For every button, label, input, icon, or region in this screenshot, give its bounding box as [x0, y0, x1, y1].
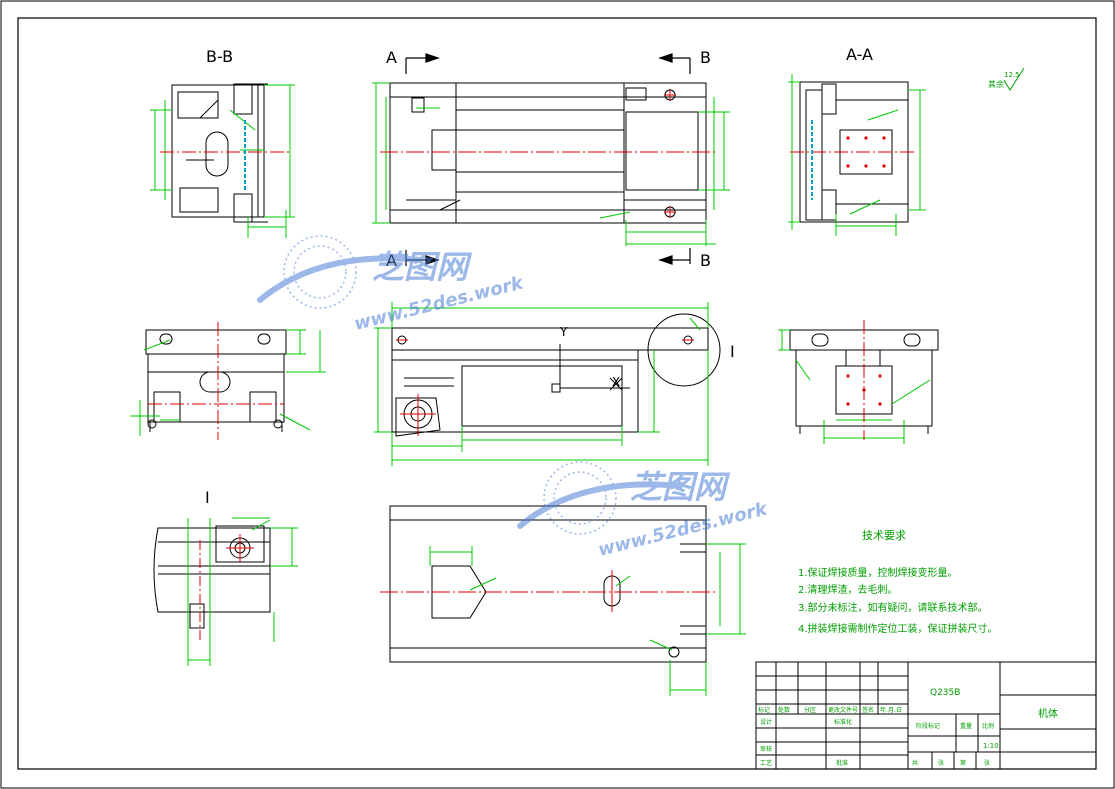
- tb-weight: 重量: [960, 722, 972, 730]
- tb-approve: 批准: [836, 759, 848, 767]
- tech-item-3: 3.部分未标注，如有疑问，请联系技术部。: [798, 601, 988, 614]
- view-a-a-title: A-A: [846, 45, 873, 64]
- tech-title: 技术要求: [862, 529, 906, 542]
- tb-total: 共: [912, 759, 918, 767]
- tech-item-1: 1.保证焊接质量，控制焊接变形量。: [798, 566, 958, 579]
- roughness-label: 其余: [988, 79, 1004, 89]
- scale-value: 1:10: [983, 742, 999, 750]
- part-name: 机体: [1038, 707, 1058, 720]
- axis-y-label: Y: [559, 325, 568, 339]
- section-b-top: B: [700, 48, 711, 67]
- material-value: Q235B: [930, 688, 960, 698]
- view-b-b-title: B-B: [206, 47, 233, 66]
- tb-scale-label: 比例: [982, 722, 994, 730]
- tech-item-2: 2.清理焊渣，去毛刺。: [798, 583, 898, 596]
- watermark-brand: 芝图网: [372, 248, 473, 286]
- tb-stage-mark: 阶段标记: [916, 722, 940, 730]
- tb-header-zone: 分区: [804, 706, 816, 714]
- tb-standard: 标准化: [834, 718, 852, 726]
- tb-header-sign: 签名: [862, 706, 874, 714]
- tb-process: 工艺: [760, 759, 772, 767]
- axis-x-label: X: [612, 375, 620, 389]
- tb-sheet: 张: [938, 759, 944, 767]
- section-b-bottom: B: [700, 251, 711, 270]
- view-a-a: A-A: [788, 45, 926, 236]
- tb-header-mark: 标记: [758, 706, 770, 714]
- tb-header-change-doc: 更改文件号: [828, 706, 858, 714]
- view-top: A B: [372, 48, 730, 270]
- roughness-symbol: 其余 12.5: [988, 67, 1025, 91]
- inner-frame: [17, 17, 1097, 770]
- detail-title: I: [205, 488, 210, 507]
- tb-header-count: 处数: [778, 706, 790, 714]
- watermark-brand-2: 芝图网: [630, 468, 731, 506]
- watermark-1: 芝图网 www.52des.work: [257, 235, 526, 335]
- watermark-2: 芝图网 www.52des.work: [517, 461, 770, 561]
- section-a-top: A: [386, 48, 397, 67]
- view-b-b: B-B: [150, 47, 295, 238]
- tb-sheet2: 张: [984, 759, 990, 767]
- tb-review: 审核: [760, 745, 772, 753]
- technical-requirements: 技术要求 1.保证焊接质量，控制焊接变形量。 2.清理焊渣，去毛刺。 3.部分未…: [798, 529, 998, 635]
- roughness-value: 12.5: [1004, 71, 1020, 79]
- tb-design: 设计: [760, 718, 772, 726]
- watermark-url-2: www.52des.work: [596, 498, 770, 561]
- view-end: [130, 322, 326, 440]
- view-front: I Y X: [374, 302, 735, 466]
- tb-header-date: 年.月.日: [880, 706, 902, 714]
- detail-marker: I: [730, 342, 735, 361]
- detail-view-i: I: [153, 488, 298, 666]
- tb-page-no: 第: [960, 759, 966, 767]
- view-side: [778, 320, 939, 444]
- title-block: Q235B 机体 1:10 标记 处数 分区 更改文件号 签名 年.月.日 设计…: [755, 661, 1097, 770]
- tech-item-4: 4.拼装焊接需制作定位工装，保证拼装尺寸。: [798, 622, 998, 635]
